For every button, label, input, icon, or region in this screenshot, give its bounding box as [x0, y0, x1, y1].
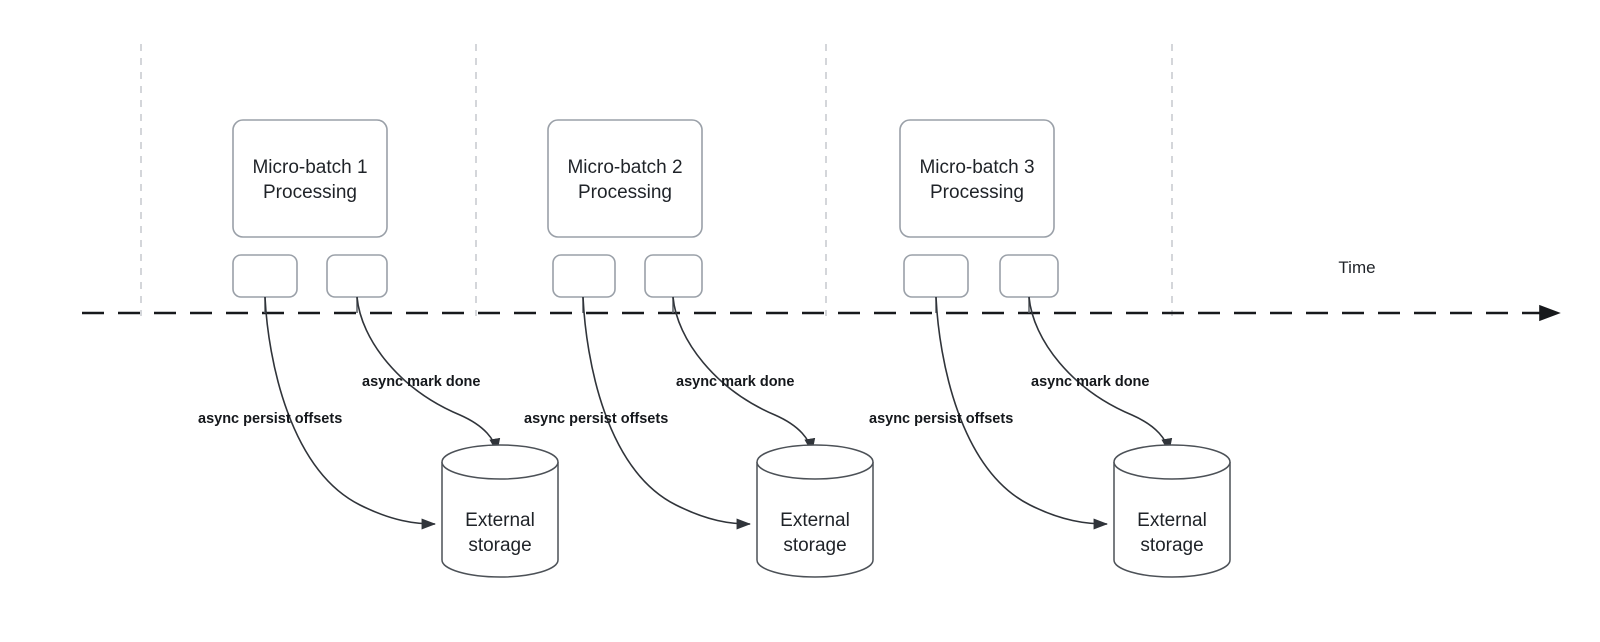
- group-1-persist-offsets-task-box[interactable]: [232, 254, 298, 298]
- group-2-storage-label-line1: External: [780, 510, 850, 531]
- group-3-cylinder-top: [1113, 444, 1231, 480]
- group-2-persist-offsets-task-box[interactable]: [552, 254, 616, 298]
- group-2-persist-offsets-arrow: [582, 296, 751, 530]
- time-axis: Time: [82, 258, 1561, 322]
- group-2-cylinder-body: [756, 462, 874, 578]
- group-2-mark-done-arrow: [672, 296, 816, 453]
- group-3-cylinder-body: [1113, 462, 1231, 578]
- micro-batch-2-label-line1: Micro-batch 2: [567, 157, 682, 178]
- micro-batch-3-label-line1: Micro-batch 3: [919, 157, 1034, 178]
- group-2-persist-offsets-label: async persist offsets: [524, 411, 668, 427]
- group-3-persist-offsets-task-box[interactable]: [903, 254, 969, 298]
- micro-batch-3-node[interactable]: Micro-batch 3 Processing: [899, 119, 1055, 238]
- group-2-storage-label-line2: storage: [783, 535, 846, 556]
- group-1-external-storage-cylinder[interactable]: External storage: [441, 444, 559, 578]
- group-1-mark-done-label: async mark done: [362, 374, 480, 390]
- group-1-storage-label-line2: storage: [468, 535, 531, 556]
- separator-lines: [140, 44, 1173, 316]
- group-3-mark-done-arrow: [1028, 296, 1173, 453]
- group-2-mark-done-task-box[interactable]: [644, 254, 703, 298]
- micro-batch-3-label-line2: Processing: [930, 182, 1024, 203]
- group-3-storage-label-line2: storage: [1140, 535, 1203, 556]
- group-3-storage-label-line1: External: [1137, 510, 1207, 531]
- micro-batch-1-label-line1: Micro-batch 1: [252, 157, 367, 178]
- micro-batch-1-label-line2: Processing: [263, 182, 357, 203]
- group-3-persist-offsets-arrow: [935, 296, 1108, 530]
- group-2: Micro-batch 2 Processing async persist o…: [524, 119, 874, 578]
- micro-batch-1-node[interactable]: Micro-batch 1 Processing: [232, 119, 388, 238]
- group-1: Micro-batch 1 Processing async persist o…: [198, 119, 559, 578]
- group-2-mark-done-label: async mark done: [676, 374, 794, 390]
- group-3-external-storage-cylinder[interactable]: External storage: [1113, 444, 1231, 578]
- micro-batch-2-label-line2: Processing: [578, 182, 672, 203]
- time-axis-label: Time: [1338, 258, 1375, 277]
- micro-batch-1-box[interactable]: [232, 119, 388, 238]
- group-3-mark-done-label: async mark done: [1031, 374, 1149, 390]
- group-2-external-storage-cylinder[interactable]: External storage: [756, 444, 874, 578]
- group-1-persist-offsets-label: async persist offsets: [198, 411, 342, 427]
- group-3-persist-offsets-label: async persist offsets: [869, 411, 1013, 427]
- group-1-persist-offsets-arrow: [264, 296, 436, 530]
- group-3: Micro-batch 3 Processing async persist o…: [869, 119, 1231, 578]
- group-1-mark-done-task-box[interactable]: [326, 254, 388, 298]
- micro-batch-3-box[interactable]: [899, 119, 1055, 238]
- micro-batch-2-box[interactable]: [547, 119, 703, 238]
- group-3-mark-done-task-box[interactable]: [999, 254, 1059, 298]
- group-1-mark-done-arrow: [356, 296, 501, 453]
- group-1-storage-label-line1: External: [465, 510, 535, 531]
- group-2-cylinder-top: [756, 444, 874, 480]
- micro-batch-2-node[interactable]: Micro-batch 2 Processing: [547, 119, 703, 238]
- group-1-cylinder-body: [441, 462, 559, 578]
- group-1-cylinder-top: [441, 444, 559, 480]
